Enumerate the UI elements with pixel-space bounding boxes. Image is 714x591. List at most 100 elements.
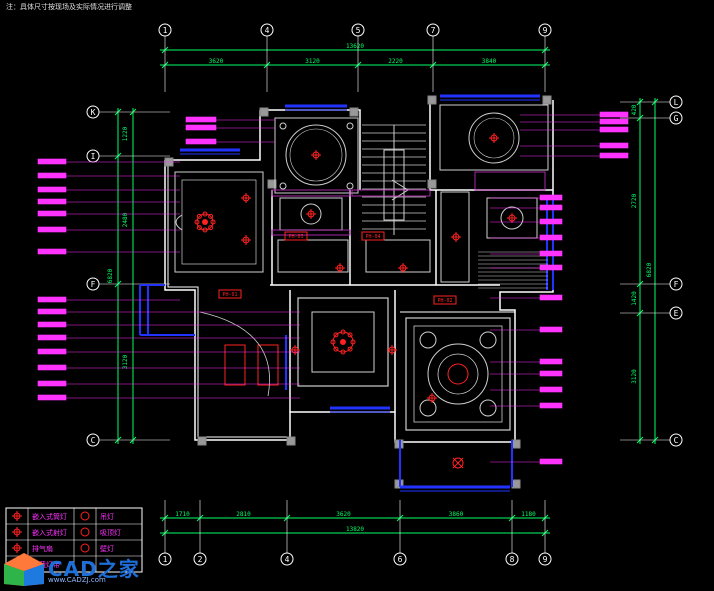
axis-label-right: L — [674, 98, 679, 107]
annotation-label-bar — [539, 294, 563, 301]
ceiling-dining-lamp — [447, 363, 469, 385]
annotation-label-bar — [185, 138, 217, 145]
ceiling-dining-column — [479, 331, 497, 349]
wall-upper-left — [168, 110, 261, 161]
watermark-brand: CAD之家 — [48, 557, 140, 581]
ceiling-study-dome — [468, 112, 520, 164]
annotation-label-bar — [37, 186, 67, 193]
axis-label-right: E — [674, 309, 679, 318]
annotation-label-bar — [539, 194, 563, 201]
dim-right-seg: 3120 — [631, 369, 638, 384]
room-tag-box — [284, 231, 308, 241]
dim-left-seg: 2480 — [122, 212, 129, 227]
dim-bottom-seg: 2810 — [236, 511, 251, 518]
annotation-label-bar — [37, 226, 67, 233]
ceiling-study-outer — [439, 104, 549, 171]
ceiling-corner-rosette — [279, 182, 287, 190]
ceiling-dome-inner — [289, 128, 343, 182]
dim-top-seg: 3120 — [305, 58, 320, 65]
stair-well — [383, 149, 405, 221]
ceiling-corner-rosette — [346, 182, 354, 190]
dim-top-seg: 2220 — [388, 58, 403, 65]
axis-label-bottom: 1 — [163, 555, 168, 564]
annotation-label-bar — [539, 204, 563, 211]
dim-right-seg: 420 — [631, 104, 638, 115]
axis-label-left: C — [91, 436, 96, 445]
annotation-label-bar — [37, 364, 67, 371]
chandelier-bulb — [347, 346, 353, 352]
ceiling-corridor — [440, 191, 470, 283]
annotation-label-bar — [539, 326, 563, 333]
dim-right-seg: 1420 — [631, 291, 638, 306]
ceiling-bedroom-inner — [181, 179, 257, 265]
dim-bottom-total: 13820 — [346, 526, 364, 533]
axis-label-top: 4 — [265, 26, 270, 35]
axis-label-top: 7 — [431, 26, 436, 35]
annotation-label-bar — [185, 124, 217, 131]
axis-label-top: 9 — [543, 26, 548, 35]
ceiling-corner-rosette — [279, 122, 287, 130]
chandelier-bulb — [194, 219, 200, 225]
legend-label: 嵌入式射灯 — [32, 528, 67, 537]
annotation-label-bar — [37, 321, 67, 328]
axis-label-left: K — [91, 108, 96, 117]
legend-chandelier-icon — [80, 511, 90, 521]
ceiling-bedroom-arc — [175, 214, 183, 231]
axis-label-bottom: 2 — [198, 555, 203, 564]
ceiling-dining-column — [419, 331, 437, 349]
axis-label-top: 5 — [356, 26, 361, 35]
room-tag: PH-04 — [365, 234, 380, 240]
watermark: CAD之家 www.CADZJ.com — [2, 551, 162, 587]
legend-label-2: 吸顶灯 — [100, 528, 121, 537]
dim-bottom-seg: 1180 — [521, 511, 536, 518]
chandelier-bulb — [210, 219, 216, 225]
cabinet-2 — [257, 344, 279, 386]
ceiling-round-room-outer — [274, 117, 359, 194]
legend-label: 暗藏灯带 — [32, 560, 60, 569]
annotation-label-bar — [539, 264, 563, 271]
axis-label-bottom: 6 — [398, 555, 403, 564]
annotation-label-bar — [539, 250, 563, 257]
annotation-label-bar — [539, 370, 563, 377]
legend-label: 排气扇 — [32, 544, 53, 553]
dim-left-total: 6820 — [107, 268, 114, 283]
hatch-band — [271, 189, 351, 197]
wall-layer — [139, 94, 554, 492]
room-tag: PH-01 — [222, 292, 237, 298]
legend-label: 嵌入式筒灯 — [32, 512, 67, 521]
wall-post — [259, 107, 269, 117]
chandelier-bulb — [330, 339, 336, 345]
dim-left-seg: 3120 — [122, 354, 129, 369]
legend-label-2: 壁灯 — [100, 544, 114, 553]
dim-bottom-seg: 1710 — [175, 511, 190, 518]
ceiling-hall-2 — [365, 239, 431, 273]
ceiling-living-inner — [311, 311, 375, 373]
annotation-label-bar — [37, 296, 67, 303]
annotation-label-bar — [37, 248, 67, 255]
annotation-label-bar — [37, 210, 67, 217]
dim-top-seg: 3840 — [482, 58, 497, 65]
axis-label-top: 1 — [163, 26, 168, 35]
annotation-label-bar — [599, 118, 629, 125]
wall-upper-right — [429, 98, 553, 191]
hatch-band — [474, 171, 546, 191]
annotation-label-bar — [599, 111, 629, 118]
annotation-label-bar — [539, 402, 563, 409]
axis-label-bottom: 4 — [285, 555, 290, 564]
legend-ceiling-lamp-icon — [80, 527, 90, 537]
cabinet-1 — [224, 344, 246, 386]
annotation-label-bar — [37, 172, 67, 179]
hatch-band — [271, 229, 351, 236]
wall-post — [197, 436, 207, 446]
dim-right-total: 6820 — [646, 262, 653, 277]
chandelier-bulb — [208, 213, 214, 219]
axis-label-right: G — [674, 114, 679, 123]
chandelier-bulb — [208, 225, 214, 231]
dim-bottom-seg: 3860 — [449, 511, 464, 518]
dim-top-seg: 3620 — [209, 58, 224, 65]
ceiling-bedroom-outer — [174, 171, 264, 273]
room-tag-box — [361, 231, 385, 241]
chandelier-bulb — [347, 332, 353, 338]
chandelier-bulb — [333, 332, 339, 338]
